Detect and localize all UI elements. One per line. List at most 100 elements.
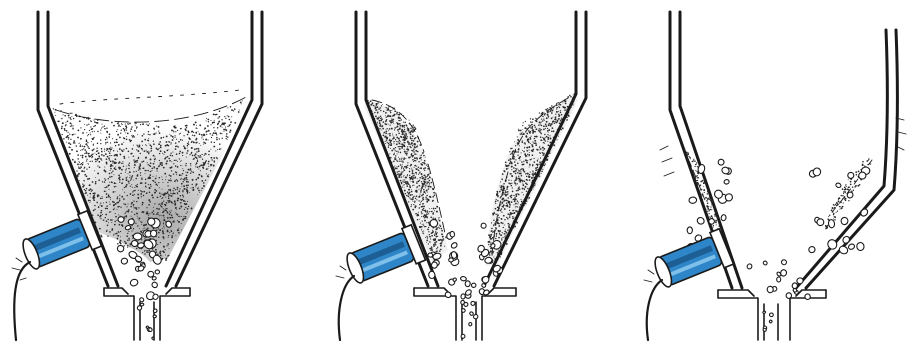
powder-dot	[403, 133, 405, 135]
powder-dot	[409, 120, 410, 121]
powder-dot	[117, 129, 118, 130]
powder-dot	[416, 195, 418, 197]
powder-dot	[847, 188, 849, 190]
powder-dot	[518, 169, 519, 170]
powder-dot	[398, 138, 400, 140]
powder-dot	[418, 169, 420, 171]
powder-dot	[414, 202, 415, 203]
powder-dot	[134, 164, 135, 165]
powder-dot	[136, 208, 137, 209]
powder-dot	[68, 115, 70, 117]
powder-dot	[855, 171, 857, 173]
powder-dot	[564, 109, 566, 111]
powder-dot	[397, 141, 398, 142]
powder-dot	[203, 139, 204, 140]
powder-dot	[146, 207, 147, 208]
powder-dot	[519, 145, 520, 146]
powder-dot	[522, 132, 523, 133]
powder-dot	[404, 145, 405, 146]
powder-dot	[198, 174, 200, 176]
material-lump	[763, 311, 766, 314]
powder-dot	[508, 165, 510, 167]
powder-dot	[180, 195, 182, 197]
powder-dot	[127, 233, 128, 234]
powder-dot	[102, 126, 103, 127]
powder-dot	[496, 199, 497, 200]
powder-dot	[386, 129, 387, 130]
powder-dot	[175, 127, 177, 129]
powder-dot	[499, 191, 501, 193]
powder-dot	[171, 161, 172, 162]
powder-dot	[532, 175, 534, 177]
powder-dot	[201, 134, 203, 136]
powder-dot	[144, 251, 145, 252]
powder-dot	[489, 235, 490, 236]
powder-dot	[529, 167, 530, 168]
powder-dot	[402, 164, 403, 165]
powder-dot	[153, 213, 155, 215]
powder-dot	[423, 183, 425, 185]
powder-dot	[510, 214, 512, 216]
powder-dot	[415, 137, 416, 138]
powder-dot	[429, 183, 430, 184]
powder-dot	[379, 122, 380, 123]
powder-dot	[134, 161, 136, 163]
powder-dot	[522, 164, 524, 166]
powder-dot	[80, 127, 81, 128]
powder-dot	[102, 181, 103, 182]
powder-dot	[857, 185, 859, 187]
powder-dot	[706, 200, 707, 201]
powder-dot	[234, 109, 235, 110]
powder-dot	[429, 221, 430, 222]
powder-dot	[143, 195, 145, 197]
powder-dot	[125, 242, 127, 244]
powder-dot	[545, 164, 546, 165]
powder-dot	[565, 107, 566, 108]
powder-dot	[529, 154, 531, 156]
powder-dot	[426, 222, 427, 223]
powder-dot	[495, 228, 497, 230]
powder-dot	[404, 179, 405, 180]
powder-dot	[521, 168, 522, 169]
powder-dot	[518, 202, 519, 203]
powder-dot	[707, 193, 708, 194]
powder-dot	[79, 143, 80, 144]
powder-dot	[422, 221, 423, 222]
powder-dot	[127, 239, 128, 240]
powder-dot	[161, 194, 162, 195]
powder-dot	[396, 151, 397, 152]
powder-dot	[394, 153, 395, 154]
powder-dot	[391, 128, 393, 130]
powder-dot	[133, 180, 134, 181]
powder-dot	[523, 184, 524, 185]
powder-dot	[508, 159, 510, 161]
powder-dot	[95, 125, 96, 126]
powder-dot	[169, 174, 170, 175]
powder-dot	[419, 204, 420, 205]
powder-dot	[138, 190, 139, 191]
powder-dot	[131, 231, 132, 232]
powder-dot	[715, 212, 716, 213]
powder-dot	[382, 104, 383, 105]
powder-dot	[173, 193, 175, 195]
powder-dot	[106, 186, 108, 188]
powder-dot	[116, 233, 118, 235]
powder-dot	[413, 151, 415, 153]
powder-dot	[503, 204, 505, 206]
powder-dot	[97, 165, 98, 166]
powder-dot	[159, 165, 160, 166]
powder-dot	[417, 215, 418, 216]
powder-dot	[515, 151, 517, 153]
powder-dot	[124, 213, 125, 214]
powder-dot	[115, 158, 117, 160]
powder-dot	[436, 211, 438, 213]
powder-dot	[531, 177, 533, 179]
powder-dot	[393, 148, 395, 150]
powder-dot	[177, 229, 179, 231]
powder-dot	[183, 188, 185, 190]
powder-dot	[522, 183, 523, 184]
powder-dot	[101, 154, 103, 156]
material-lump	[848, 243, 856, 250]
powder-dot	[426, 211, 428, 213]
powder-dot	[856, 174, 858, 176]
